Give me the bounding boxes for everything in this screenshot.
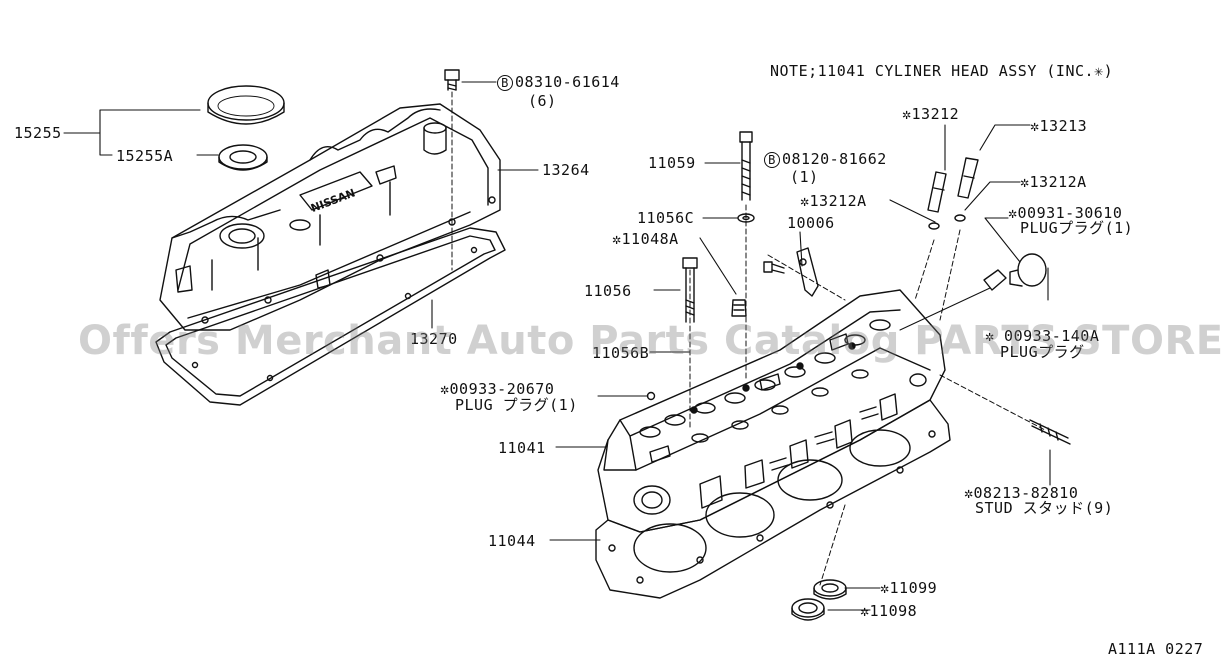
label-08310-qty: (6) xyxy=(528,92,557,110)
stud-08213 xyxy=(1029,419,1071,445)
lifting-bracket-10006 xyxy=(796,247,819,297)
note-text: NOTE;11041 CYLINER HEAD ASSY (INC.✳) xyxy=(770,62,1114,80)
label-00931: ✲00931-30610 xyxy=(1008,204,1123,222)
label-11059: 11059 xyxy=(648,154,696,172)
head-bolt-11056 xyxy=(682,257,698,323)
label-15255a: 15255A xyxy=(116,147,174,165)
label-13212a-right: ✲13212A xyxy=(1020,173,1087,191)
seal-ring-15255a xyxy=(218,144,268,171)
label-13213: ✲13213 xyxy=(1030,117,1088,135)
label-11056: 11056 xyxy=(584,282,632,300)
bolt-prefix-badge-2: B xyxy=(764,152,780,168)
washer-11056c xyxy=(737,213,755,223)
head-gasket-11044 xyxy=(595,399,951,599)
label-11098: ✲11098 xyxy=(860,602,918,620)
watermark-text: Offers Merchant Auto Parts Catalog PARTS… xyxy=(78,318,1229,364)
tube-13213 xyxy=(954,157,979,222)
rocker-cover-gasket-13270 xyxy=(155,227,506,406)
head-bolt-11059 xyxy=(739,131,753,201)
tube-13212 xyxy=(927,171,947,230)
label-13264: 13264 xyxy=(542,161,590,179)
label-11099: ✲11099 xyxy=(880,579,938,597)
label-10006: 10006 xyxy=(787,214,835,232)
label-00933-20670-desc: PLUG プラグ(1) xyxy=(455,396,578,414)
cover-bolt-08310 xyxy=(444,69,460,91)
bolt-08120 xyxy=(763,261,785,274)
label-11044: 11044 xyxy=(488,532,536,550)
filler-cap-15255 xyxy=(207,85,285,125)
label-08120-qty: (1) xyxy=(790,168,819,186)
plug-00933-20670 xyxy=(646,391,656,401)
plug-guide-line xyxy=(899,287,991,331)
label-00933-20670: ✲00933-20670 xyxy=(440,380,555,398)
plug-00931 xyxy=(983,253,1047,291)
assembly-axes xyxy=(451,91,1046,586)
footer-code: A111A 0227 xyxy=(1108,640,1204,658)
label-00933-140a-desc: PLUGプラグ xyxy=(1000,343,1085,361)
svg-text:NISSAN: NISSAN xyxy=(309,186,357,215)
stem-seal-11048a xyxy=(731,299,747,317)
rocker-cover-13264: NISSAN xyxy=(159,103,501,331)
label-11048a: ✲11048A xyxy=(612,230,679,248)
label-00933-140a: ✲ 00933-140A xyxy=(985,327,1100,345)
label-11041: 11041 xyxy=(498,439,546,457)
label-00931-desc: PLUGプラグ(1) xyxy=(1020,219,1134,237)
label-13212a-left: ✲13212A xyxy=(800,192,867,210)
bolt-prefix-badge: B xyxy=(497,75,513,91)
seal-11098 xyxy=(791,598,825,621)
label-11056b: 11056B xyxy=(592,344,650,362)
leader-lines xyxy=(63,81,1051,611)
label-08120-number: 08120-81662 xyxy=(782,150,887,168)
label-08213: ✲08213-82810 xyxy=(964,484,1079,502)
label-08213-desc: STUD スタッド(9) xyxy=(975,499,1114,517)
label-13270: 13270 xyxy=(410,330,458,348)
cam-seal-11099 xyxy=(813,579,847,600)
label-08310-number: 08310-61614 xyxy=(515,73,620,91)
label-13212: ✲13212 xyxy=(902,105,960,123)
label-15255: 15255 xyxy=(14,124,62,142)
label-11056c: 11056C xyxy=(637,209,695,227)
